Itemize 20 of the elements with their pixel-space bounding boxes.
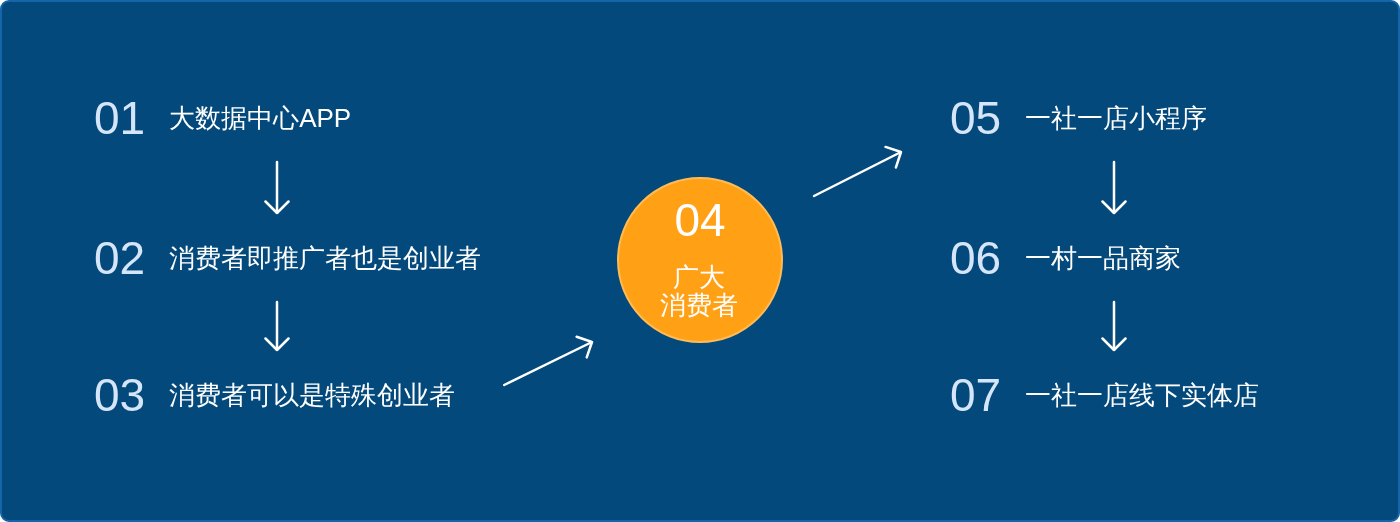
step-number: 06 bbox=[950, 235, 1002, 281]
step-number: 07 bbox=[950, 372, 1002, 418]
step-number: 01 bbox=[94, 95, 146, 141]
arrow bbox=[502, 335, 594, 387]
arrow bbox=[264, 300, 290, 352]
step-text: 消费者即推广者也是创业者 bbox=[169, 243, 482, 273]
step-text: 一村一品商家 bbox=[1025, 243, 1182, 273]
step-text: 一社一店小程序 bbox=[1025, 103, 1208, 133]
step-number: 02 bbox=[94, 235, 146, 281]
arrow bbox=[1101, 300, 1127, 352]
step-text: 大数据中心APP bbox=[169, 103, 352, 133]
step-number: 04 bbox=[674, 197, 726, 243]
circle-text: 广大消费者 bbox=[660, 263, 740, 319]
step-number: 03 bbox=[94, 372, 146, 418]
arrow bbox=[1101, 160, 1127, 215]
step-text: 一社一店线下实体店 bbox=[1025, 380, 1260, 410]
step-text: 消费者可以是特殊创业者 bbox=[169, 380, 456, 410]
arrow bbox=[812, 145, 903, 198]
step-number: 05 bbox=[950, 95, 1002, 141]
arrow bbox=[264, 160, 290, 215]
